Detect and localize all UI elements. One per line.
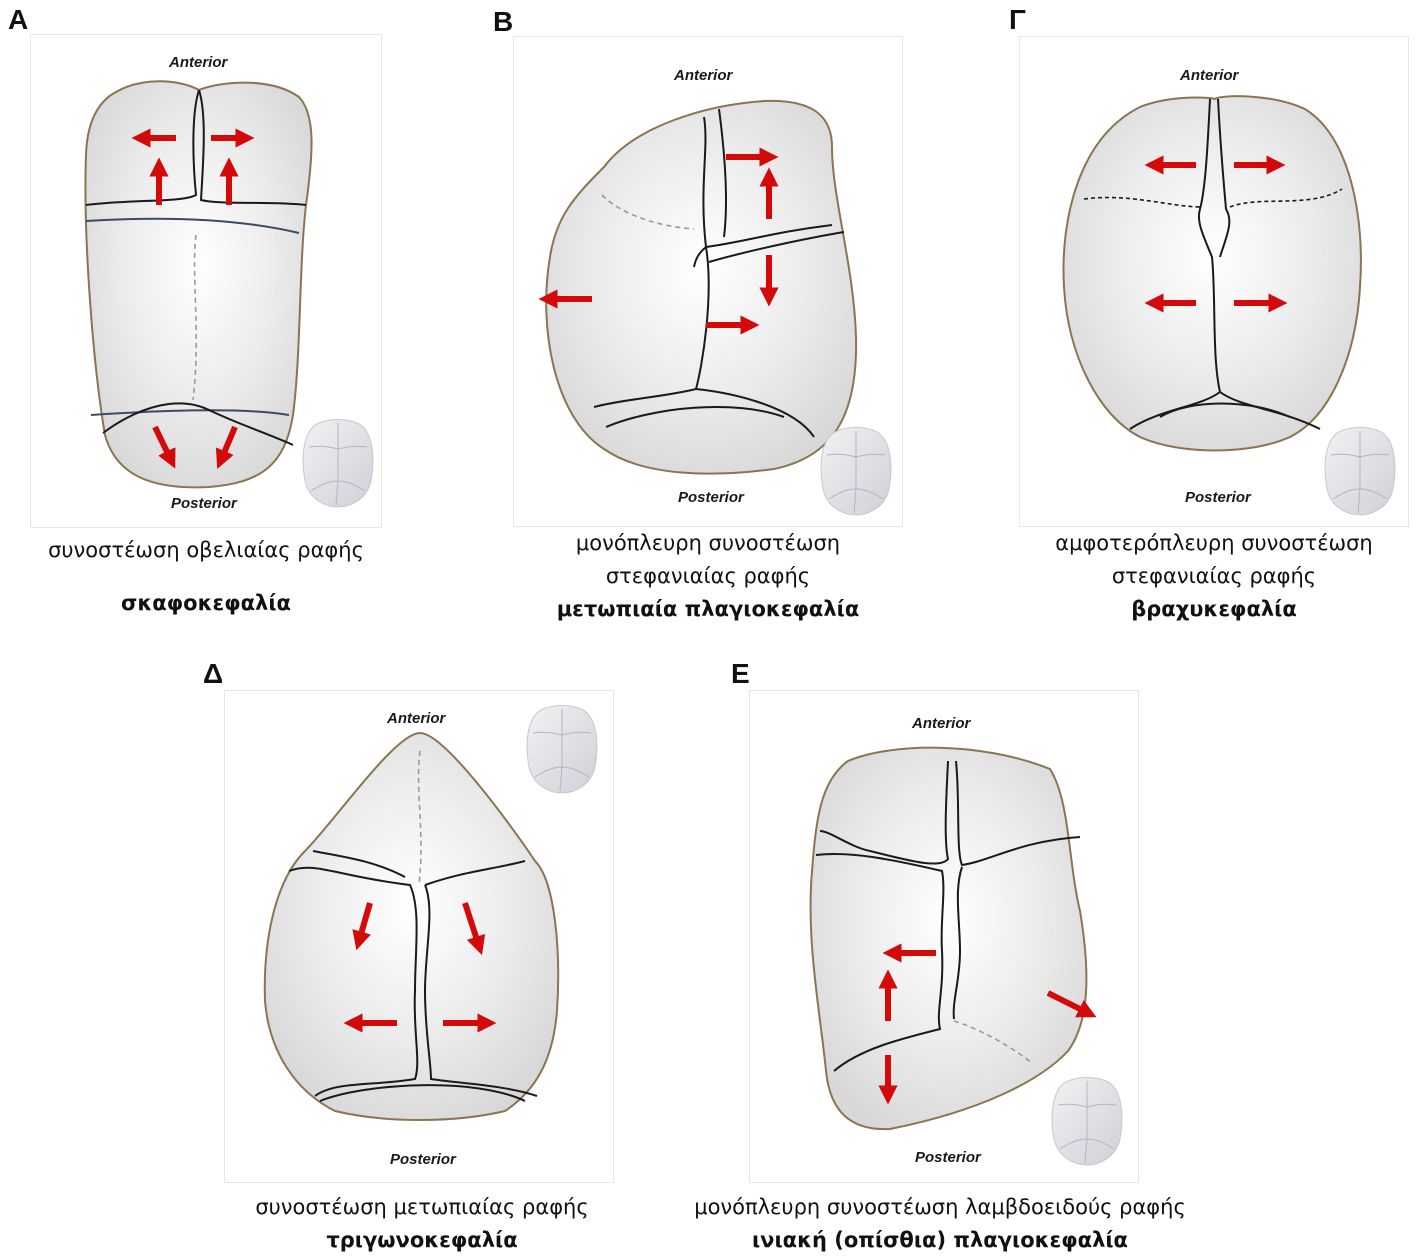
diagnosis-label: τριγωνοκεφαλία — [210, 1224, 634, 1257]
diagnosis-label: σκαφοκεφαλία — [20, 587, 392, 620]
panel-a-caption: συνοστέωση οβελιαίας ραφής σκαφοκεφαλία — [20, 534, 392, 620]
caption-line: συνοστέωση μετωπιαίας ραφής — [210, 1191, 634, 1224]
panel-c-figure: Anterior Posterior — [1019, 36, 1409, 527]
posterior-label: Posterior — [171, 495, 237, 512]
panel-e-letter: Ε — [731, 660, 750, 688]
panel-c-caption: αμφοτερόπλευρη συνοστέωση στεφανιαίας ρα… — [1004, 527, 1416, 626]
anterior-label: Anterior — [387, 710, 445, 727]
caption-line: στεφανιαίας ραφής — [1004, 560, 1416, 593]
trigonocephaly-skull-diagram — [225, 691, 615, 1184]
anterior-label: Anterior — [169, 54, 227, 71]
diagnosis-label: βραχυκεφαλία — [1004, 593, 1416, 626]
anterior-label: Anterior — [912, 715, 970, 732]
posterior-label: Posterior — [678, 489, 744, 506]
panel-d-caption: συνοστέωση μετωπιαίας ραφής τριγωνοκεφαλ… — [210, 1191, 634, 1257]
posterior-label: Posterior — [1185, 489, 1251, 506]
anterior-label: Anterior — [1180, 67, 1238, 84]
caption-line: συνοστέωση οβελιαίας ραφής — [20, 534, 392, 567]
panel-d-figure: Anterior Posterior — [224, 690, 614, 1183]
panel-d-letter: Δ — [203, 660, 223, 688]
caption-line: μονόπλευρη συνοστέωση λαμβδοειδούς ραφής — [650, 1191, 1230, 1224]
caption-line: στεφανιαίας ραφής — [498, 560, 918, 593]
frontal-plagiocephaly-skull-diagram — [514, 37, 904, 528]
panel-c-letter: Γ — [1009, 6, 1026, 34]
posterior-label: Posterior — [390, 1151, 456, 1168]
diagnosis-label: μετωπιαία πλαγιοκεφαλία — [498, 593, 918, 626]
panel-a-figure: Anterior Posterior — [30, 34, 382, 528]
caption-line: αμφοτερόπλευρη συνοστέωση — [1004, 527, 1416, 560]
posterior-label: Posterior — [915, 1149, 981, 1166]
panel-a-letter: Α — [8, 6, 28, 34]
anterior-label: Anterior — [674, 67, 732, 84]
panel-b-figure: Anterior Posterior — [513, 36, 903, 527]
panel-b-caption: μονόπλευρη συνοστέωση στεφανιαίας ραφής … — [498, 527, 918, 626]
panel-b-letter: Β — [493, 8, 513, 36]
panel-e-caption: μονόπλευρη συνοστέωση λαμβδοειδούς ραφής… — [650, 1191, 1230, 1257]
scaphocephaly-skull-diagram — [31, 35, 383, 529]
caption-line: μονόπλευρη συνοστέωση — [498, 527, 918, 560]
occipital-plagiocephaly-skull-diagram — [750, 691, 1140, 1184]
diagnosis-label: ινιακή (οπίσθια) πλαγιοκεφαλία — [650, 1224, 1230, 1257]
brachycephaly-skull-diagram — [1020, 37, 1410, 528]
panel-e-figure: Anterior Posterior — [749, 690, 1139, 1183]
